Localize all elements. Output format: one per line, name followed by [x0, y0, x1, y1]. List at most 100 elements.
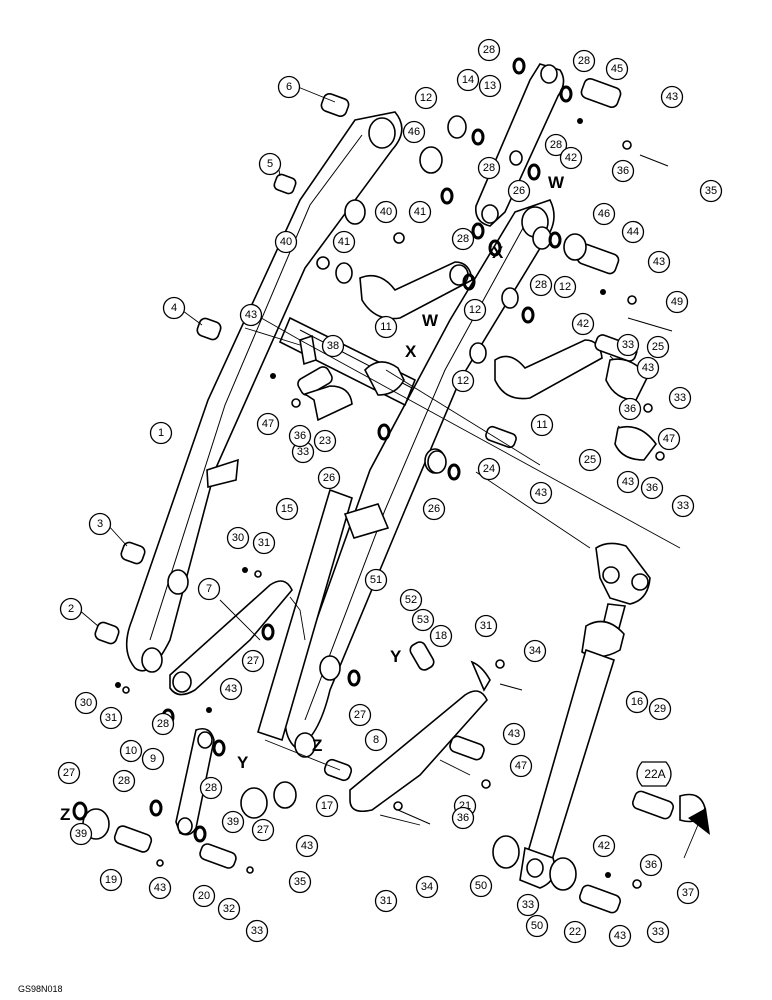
callout-bubble	[529, 481, 553, 505]
lower-link-7	[169, 580, 293, 696]
callout-28: 28	[451, 227, 475, 251]
callout-label: 34	[421, 881, 433, 893]
callout-label: 27	[63, 767, 75, 779]
ref-letter-w-lower: W	[422, 311, 439, 330]
leader-lines	[77, 86, 701, 859]
callout-label: 28	[483, 162, 495, 174]
callout-43: 43	[295, 834, 319, 858]
ref-letter-y-right: Y	[390, 647, 402, 666]
callout-43: 43	[529, 481, 553, 505]
callout-42: 42	[559, 146, 583, 170]
callout-43: 43	[219, 677, 243, 701]
callout-bubble	[315, 794, 339, 818]
callout-bubble	[364, 568, 388, 592]
callout-label: 9	[150, 753, 156, 765]
callout-label: 39	[227, 816, 239, 828]
callout-label: 22	[569, 926, 581, 938]
callout-4: 4	[162, 296, 186, 320]
callout-label: 35	[705, 185, 717, 197]
callout-label: 18	[435, 630, 447, 642]
callout-bubble	[411, 608, 435, 632]
callout-bubble	[639, 853, 663, 877]
callout-38: 38	[321, 334, 345, 358]
callout-label: 43	[653, 256, 665, 268]
callout-46: 46	[402, 120, 426, 144]
callout-label: 37	[682, 887, 694, 899]
callout-label: 28	[535, 279, 547, 291]
callout-bubble	[321, 334, 345, 358]
callout-label: 42	[577, 318, 589, 330]
callout-bubble	[525, 914, 549, 938]
callout-bubble	[415, 875, 439, 899]
callout-label: 43	[614, 930, 626, 942]
callout-12: 12	[414, 86, 438, 110]
callout-label: 17	[321, 800, 333, 812]
callout-label: 2	[68, 603, 74, 615]
callout-27: 27	[348, 703, 372, 727]
callout-label: 16	[631, 696, 643, 708]
callout-2: 2	[59, 597, 83, 621]
callout-bubble	[529, 273, 553, 297]
callout-25: 25	[646, 335, 670, 359]
callout-25: 25	[578, 448, 602, 472]
callout-label: 36	[617, 165, 629, 177]
callout-bubble	[374, 315, 398, 339]
callout-label: 12	[420, 92, 432, 104]
callout-bubble	[256, 412, 280, 436]
callout-bubble	[245, 919, 269, 943]
callout-label: 43	[508, 728, 520, 740]
callout-36: 36	[451, 806, 475, 830]
callout-label: 26	[323, 472, 335, 484]
callout-28: 28	[199, 776, 223, 800]
callout-bubble	[648, 697, 672, 721]
callout-42: 42	[571, 312, 595, 336]
callout-bubble	[592, 202, 616, 226]
callout-label: 43	[642, 362, 654, 374]
callout-50: 50	[525, 914, 549, 938]
callout-label: 25	[652, 341, 664, 353]
callout-label: 31	[480, 620, 492, 632]
callout-label: 47	[262, 418, 274, 430]
callout-bubble	[217, 897, 241, 921]
callout-label: 52	[405, 594, 417, 606]
callout-bubble	[74, 691, 98, 715]
callout-label: 28	[157, 718, 169, 730]
ref-letter-x-lower: X	[405, 342, 417, 361]
callout-label: 43	[245, 309, 257, 321]
callout-33: 33	[646, 920, 670, 944]
callout-bubble	[646, 335, 670, 359]
callout-label: 28	[483, 44, 495, 56]
pins	[94, 77, 706, 914]
callout-bubble	[429, 624, 453, 648]
callout-53: 53	[411, 608, 435, 632]
callout-label: 28	[205, 782, 217, 794]
callout-5: 5	[258, 152, 282, 176]
callout-31: 31	[474, 614, 498, 638]
callout-bubble	[647, 250, 671, 274]
callout-20: 20	[192, 884, 216, 908]
callout-label: 38	[327, 340, 339, 352]
callout-32: 32	[217, 897, 241, 921]
callout-40: 40	[374, 200, 398, 224]
callout-13: 13	[478, 74, 502, 98]
callout-22: 22	[563, 920, 587, 944]
callout-label: 26	[513, 185, 525, 197]
callout-43: 43	[647, 250, 671, 274]
callout-bubble	[119, 739, 143, 763]
callout-bubble	[621, 220, 645, 244]
callout-label: 29	[654, 703, 666, 715]
callout-bubble	[571, 312, 595, 336]
callout-bubble	[523, 639, 547, 663]
callout-29: 29	[648, 697, 672, 721]
callout-28: 28	[529, 273, 553, 297]
callout-bubble	[288, 424, 312, 448]
callout-bubble	[477, 156, 501, 180]
callout-26: 26	[422, 497, 446, 521]
washers	[82, 115, 587, 891]
callout-bubble	[88, 512, 112, 536]
callout-label: 19	[105, 874, 117, 886]
callout-bubble	[646, 920, 670, 944]
callout-bubble	[141, 747, 165, 771]
callout-24: 24	[477, 457, 501, 481]
